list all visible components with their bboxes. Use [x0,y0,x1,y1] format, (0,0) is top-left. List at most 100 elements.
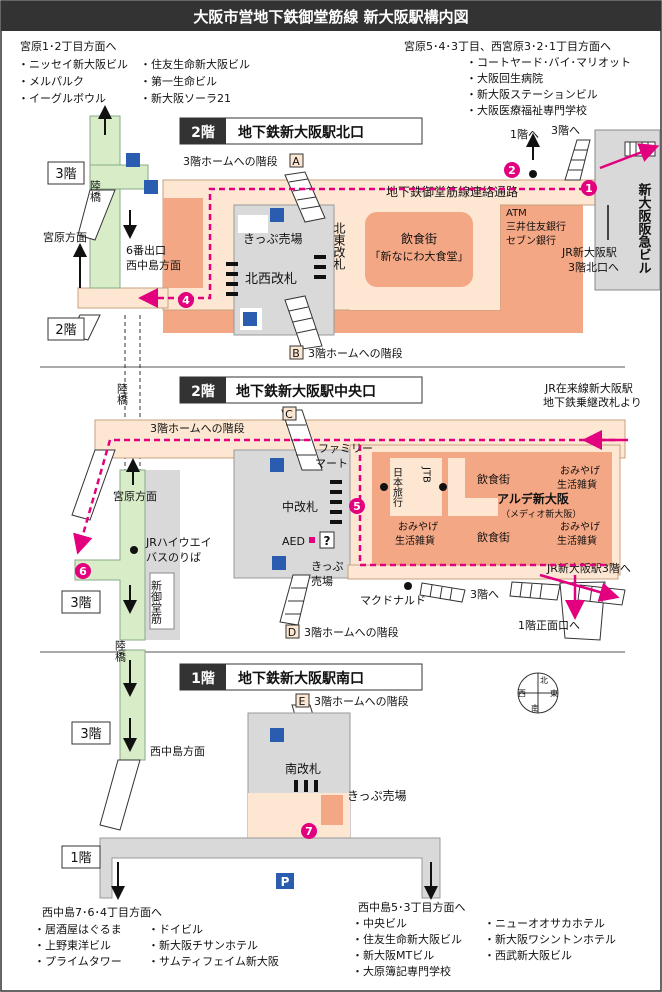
omiyage-1: おみやげ [560,465,600,477]
nishinakajima-label-north: 西中島方面 [126,258,181,272]
omiyage-1b: 生活雑貨 [557,478,597,491]
top-left-heading: 宮原1･2丁目方面へ [20,39,117,53]
floor2-a: 2階 [55,323,76,338]
top-left-item: ・イーグルボウル [18,91,106,105]
marker-4-label: 4 [182,294,190,307]
south-floor-box [180,664,226,690]
stairs-b-letter: B [292,347,300,360]
mcdonalds-dot [404,582,412,590]
inshoku-2: 飲食街 [477,530,510,544]
south-name: 地下鉄新大阪駅南口 [238,670,364,687]
floor2-a-box [47,317,85,341]
arude-label: アルデ新大阪 [497,491,570,506]
nihon-ryoko: 日本旅行 [391,467,403,508]
north-ticket-label: きっぷ売場 [243,231,303,246]
mcdonalds: マクドナルド [360,594,426,607]
toilet-icon-central [270,458,286,570]
stairs-d [279,574,311,626]
arude-sub: （メディオ新大阪） [501,508,581,520]
north-name: 地下鉄新大阪駅北口 [238,124,364,141]
top-left-item: ・新大阪ソーラ21 [140,91,231,105]
inshoku-top [465,458,531,498]
food-court-name: 「新なにわ大食堂」 [370,249,469,263]
floor3-a-box [47,161,85,185]
central-ticket-2: 売場 [311,575,333,588]
rikkyo-a: 陸橋 [89,180,102,203]
south-floor: 1階 [191,670,215,687]
floor1-box [61,845,101,869]
bottom-right-item: ・ニューオオサカホテル [484,917,605,930]
map-title: 大阪市営地下鉄御堂筋線 新大阪駅構内図 [193,8,468,26]
rikkyo-b: 陸橋 [116,383,129,406]
central-route-right [358,438,615,567]
top-right-info: 宮原5･4･3丁目、西宮原3･2･1丁目方面へ ・コートヤード･バイ･マリオット… [404,39,631,117]
jr-3f-central: JR新大阪駅3階へ [546,561,631,575]
route-to-hankyu [599,143,660,170]
nishinakajima-south: 西中島方面 [150,744,205,758]
aed-label: AED [282,535,305,548]
bottom-left-item: ・新大阪チサンホテル [148,938,258,952]
stairs-a-box [289,153,304,168]
info-icon-glyph: ? [324,534,331,548]
stairs-south-left [99,759,141,831]
bottom-right-item: ・新大阪MTビル [352,948,434,962]
north-toilet-room [238,215,268,233]
atm-label: ATM [506,208,527,219]
floor3-a: 3階 [55,167,76,182]
jr-highway-1: JRハイウエイ [145,536,212,549]
jtb-dot [439,483,447,491]
top-right-item: ・大阪医療福祉専門学校 [466,103,587,117]
bus-dot [130,546,138,554]
info-icon [319,531,335,549]
north-left-wing [77,287,169,309]
hankyu-name: 新大阪阪急ビル [636,182,652,274]
jtb-label: JTB [421,466,432,483]
gates-central [330,480,342,524]
floor3-c: 3階 [80,727,101,742]
compass-e: 東 [550,688,558,698]
rikkyo-c: 陸橋 [114,640,127,663]
bottom-left-item: ・ドイビル [148,923,203,936]
stairs-d-label: 3階ホームへの階段 [304,625,399,639]
stairs-e-label: 3階ホームへの階段 [314,694,409,708]
shin-midosuji: 新御堂筋 [150,579,163,625]
naka-gate: 中改札 [282,499,318,514]
top-right-item: ・コートヤード･バイ･マリオット [466,56,631,69]
inshoku-1: 飲食街 [477,472,510,486]
nihon-ryoko-dot [380,483,388,491]
smbc-label: 三井住友銀行 [506,220,566,233]
hankyu-label: 新大阪阪急ビル [636,182,652,274]
top-left-info: 宮原1･2丁目方面へ ・ニッセイ新大阪ビル ・住友生命新大阪ビル ・メルパルク … [18,39,250,105]
north-room-left [163,198,203,288]
passage-label: 地下鉄御堂筋線連絡通路 [386,184,518,199]
stairs-d-box [285,624,300,639]
jr-transfer-2: 地下鉄乗継改札より [543,395,642,409]
route-jr-3f [539,573,620,602]
stairs-a [284,171,326,223]
north-green-bridge-top [89,164,149,190]
central-green-bridge [74,469,146,641]
toilet-icon-south [270,728,284,742]
top-left-item: ・第一生命ビル [140,74,217,88]
atm-dot [529,170,537,178]
central-name: 地下鉄新大阪駅中央口 [236,383,376,400]
omiyage-top [540,458,606,498]
stairs-c-letter: C [285,408,293,421]
exit6-label: 6番出口 [126,243,166,257]
bottom-left-item: ・プライムタワー [34,955,122,968]
parking-label: P [281,875,290,889]
food-court [365,212,473,287]
central-floor: 2階 [191,383,215,400]
jr-north2-label: 3階北口へ [568,260,619,274]
nihon-ryoko-box [390,458,442,516]
family-mart-1: ファミリー [318,442,373,455]
marker-4 [178,292,194,308]
omiyage-2b: 生活雑貨 [395,534,435,547]
top-left-item: ・メルパルク [18,75,84,88]
south-green-bridge [119,649,146,761]
parking-icon [276,873,294,889]
top-right-heading: 宮原5･4･3丁目、西宮原3･2･1丁目方面へ [404,39,611,53]
stairs-3f-central-2 [509,581,561,601]
top-right-item: ・大阪回生病院 [466,71,543,85]
